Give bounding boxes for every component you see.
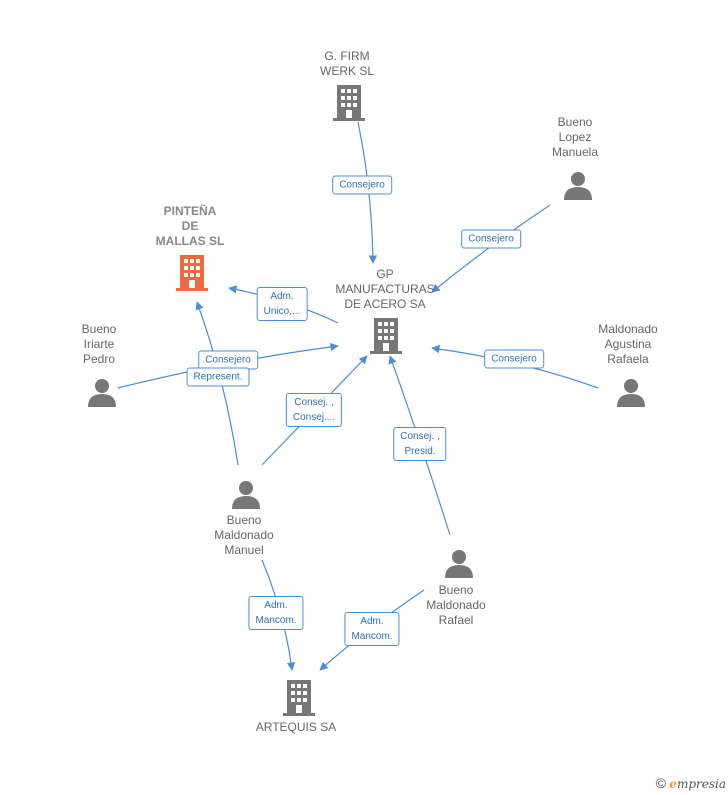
copyright-symbol: © bbox=[655, 775, 666, 791]
node-label-bueno-rafael[interactable]: Bueno Maldonado Rafael bbox=[426, 583, 486, 627]
node-label-bueno-manuel[interactable]: Bueno Maldonado Manuel bbox=[214, 513, 274, 557]
node-label-maldonado-agustina[interactable]: Maldonado Agustina Rafaela bbox=[598, 322, 658, 366]
node-label-artequis[interactable]: ARTEQUIS SA bbox=[255, 720, 337, 734]
person-icon bbox=[445, 550, 473, 578]
building-icon bbox=[176, 255, 208, 291]
edge-label-manuel-adm-mancom[interactable]: Adm. Mancom. bbox=[248, 596, 304, 630]
node-label-gp-manufacturas[interactable]: GP MANUFACTURAS DE ACERO SA bbox=[335, 267, 435, 311]
person-icon bbox=[88, 379, 116, 407]
edge-label-gfirm-consejero[interactable]: Consejero bbox=[332, 175, 392, 195]
node-label-pintena[interactable]: PINTEÑA DE MALLAS SL bbox=[155, 204, 225, 248]
building-icon bbox=[370, 318, 402, 354]
node-label-bueno-lopez[interactable]: Bueno Lopez Manuela bbox=[551, 115, 599, 159]
building-icon bbox=[333, 85, 365, 121]
brand-initial: e bbox=[669, 777, 677, 791]
brand-name: mpresia bbox=[676, 777, 726, 791]
person-icon bbox=[232, 481, 260, 509]
edge-label-rafael-consej-presid[interactable]: Consej. , Presid. bbox=[393, 427, 447, 461]
person-icon bbox=[617, 379, 645, 407]
edge-label-adm-unico[interactable]: Adm. Unico,... bbox=[256, 287, 308, 321]
edge-lopez-to-gp bbox=[431, 204, 551, 293]
edge-label-agustina-consejero[interactable]: Consejero bbox=[484, 349, 544, 369]
edge-label-rafael-adm-mancom[interactable]: Adm. Mancom. bbox=[344, 612, 400, 646]
person-icon bbox=[564, 172, 592, 200]
edge-label-lopez-consejero[interactable]: Consejero bbox=[461, 229, 521, 249]
empresia-watermark: © empresia bbox=[656, 775, 726, 791]
node-label-g-firm[interactable]: G. FIRM WERK SL bbox=[319, 49, 375, 78]
edge-label-manuel-consej[interactable]: Consej. , Consej.... bbox=[285, 393, 343, 427]
building-icon bbox=[283, 680, 315, 716]
edge-label-iriarte-represent[interactable]: Represent. bbox=[186, 367, 250, 387]
node-label-bueno-iriarte[interactable]: Bueno Iriarte Pedro bbox=[81, 322, 117, 366]
